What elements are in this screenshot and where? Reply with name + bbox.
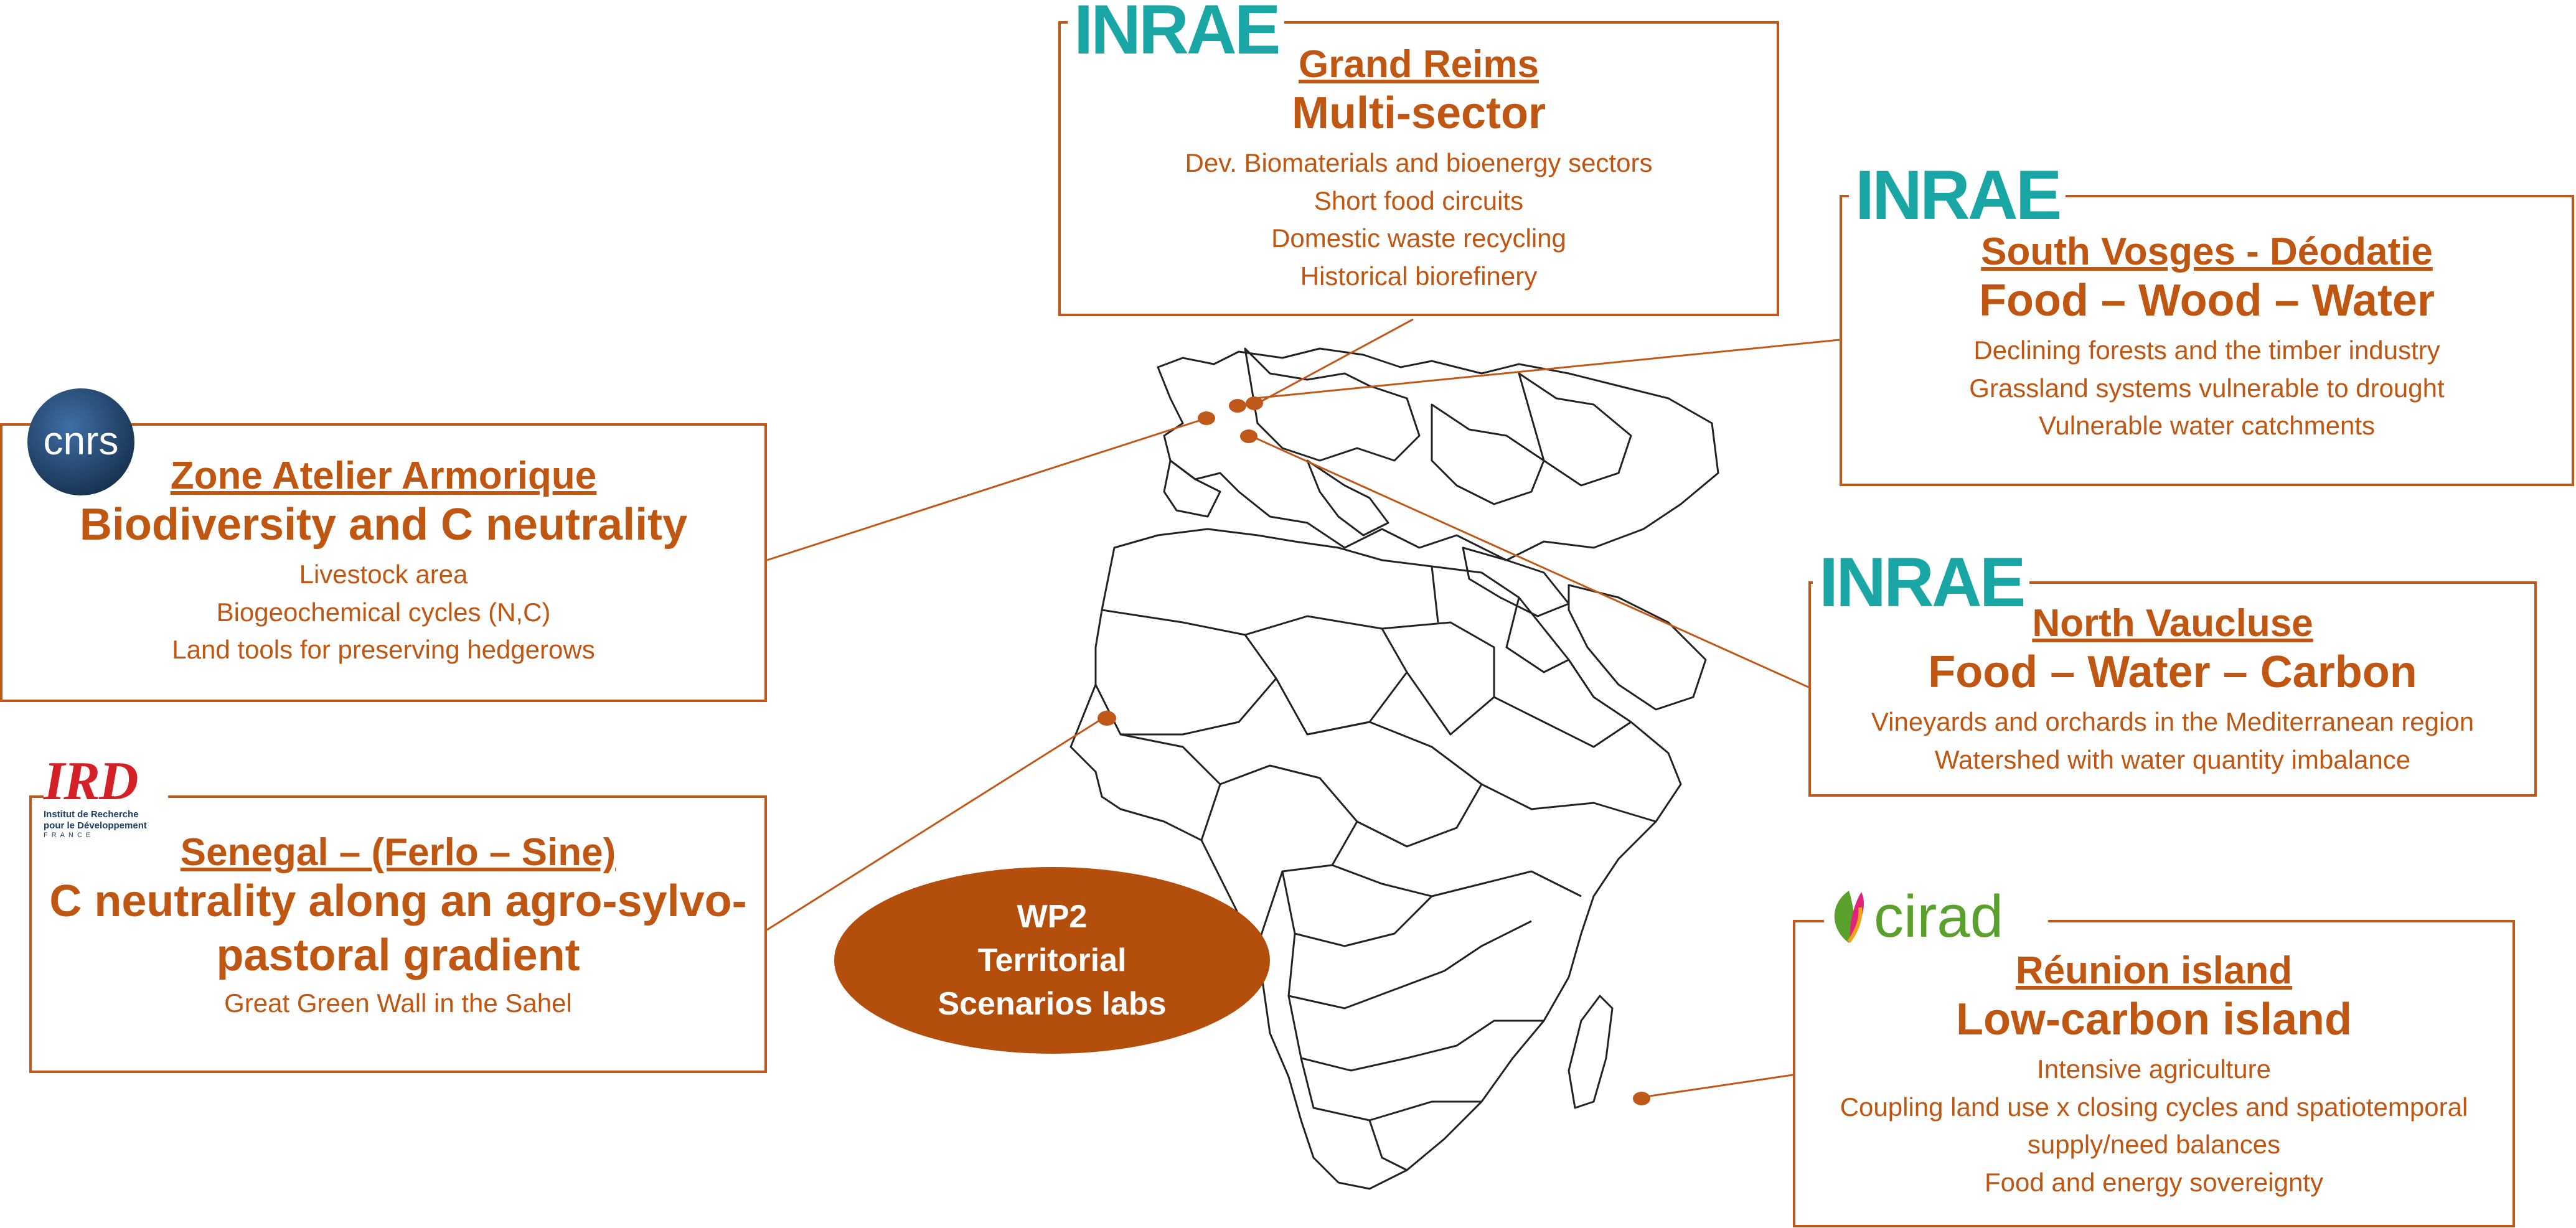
marker-senegal: [1098, 711, 1116, 726]
site-name: Réunion island: [2015, 949, 2293, 992]
site-item: Grassland systems vulnerable to drought: [1969, 373, 2445, 403]
site-name: Grand Reims: [1299, 43, 1539, 86]
map-outline: [1069, 347, 1719, 1190]
cirad-leaf-icon: [1834, 891, 1864, 943]
site-item: Short food circuits: [1314, 185, 1524, 215]
site-item: Vineyards and orchards in the Mediterran…: [1871, 706, 2475, 736]
leader-reunion: [1641, 1074, 1793, 1099]
site-name: Senegal – (Ferlo – Sine): [180, 831, 616, 874]
site-item: Declining forests and the timber industr…: [1973, 335, 2440, 365]
center-label-line: Scenarios labs: [938, 986, 1167, 1023]
site-box-reunion: Réunion island Low-carbon island Intensi…: [1793, 920, 2515, 1227]
site-box-senegal: Senegal – (Ferlo – Sine) C neutrality al…: [29, 795, 767, 1073]
leader-north-vaucluse: [1248, 434, 1809, 688]
site-item: Land tools for preserving hedgerows: [172, 635, 595, 665]
site-box-north-vaucluse: North Vaucluse Food – Water – Carbon Vin…: [1808, 581, 2537, 797]
site-name: Zone Atelier Armorique: [170, 454, 597, 497]
site-item: supply/need balances: [2027, 1130, 2281, 1160]
site-name: South Vosges - Déodatie: [1981, 230, 2433, 273]
site-box-south-vosges: South Vosges - Déodatie Food – Wood – Wa…: [1840, 195, 2574, 486]
site-theme: Food – Wood – Water: [1979, 276, 2435, 326]
site-box-armorique: Zone Atelier Armorique Biodiversity and …: [0, 423, 767, 702]
site-theme: Low-carbon island: [1955, 995, 2353, 1045]
marker-grand-reims: [1229, 399, 1246, 413]
leader-lines: [766, 318, 1840, 1099]
ird-logo-wordmark: IRD: [44, 751, 138, 812]
site-name: North Vaucluse: [2032, 602, 2313, 645]
cirad-logo: cirad: [1824, 883, 2048, 951]
site-item: Food and energy sovereignty: [1984, 1168, 2323, 1198]
site-item: Vulnerable water catchments: [2038, 411, 2376, 441]
site-item: Domestic waste recycling: [1271, 223, 1566, 253]
marker-armorique: [1198, 411, 1215, 425]
site-box-grand-reims: Grand Reims Multi-sector Dev. Biomateria…: [1058, 21, 1779, 316]
site-markers: [1098, 396, 1650, 1105]
site-theme: pastoral gradient: [216, 930, 580, 980]
site-item: Coupling land use x closing cycles and s…: [1840, 1092, 2468, 1122]
marker-north-vaucluse: [1240, 429, 1257, 443]
ird-logo: IRD Institut de Recherche pour le Dévelo…: [44, 754, 168, 854]
site-theme: Multi-sector: [1291, 88, 1546, 139]
site-item: Livestock area: [299, 559, 468, 589]
inrae-logo: INRAE: [1849, 161, 2066, 230]
marker-south-vosges: [1246, 396, 1263, 410]
center-label-line: WP2: [1017, 898, 1088, 935]
center-label-line: Territorial: [977, 942, 1127, 978]
leader-armorique: [766, 417, 1207, 561]
cnrs-logo: cnrs: [27, 388, 134, 495]
site-item: Great Green Wall in the Sahel: [224, 988, 572, 1018]
site-item: Intensive agriculture: [2037, 1054, 2271, 1084]
cirad-wordmark: cirad: [1874, 883, 2004, 950]
cnrs-logo-text: cnrs: [44, 418, 119, 463]
site-item: Watershed with water quantity imbalance: [1934, 744, 2411, 774]
site-theme: C neutrality along an agro-sylvo-: [49, 876, 747, 927]
site-item: Dev. Biomaterials and bioenergy sectors: [1185, 148, 1653, 177]
site-theme: Food – Water – Carbon: [1928, 647, 2417, 698]
ird-logo-caption: Institut de Recherche pour le Développem…: [44, 809, 147, 839]
site-item: Historical biorefinery: [1300, 261, 1538, 291]
inrae-logo: INRAE: [1068, 0, 1285, 65]
site-theme: Biodiversity and C neutrality: [79, 500, 688, 550]
leader-senegal: [766, 715, 1107, 931]
leader-grand-reims: [1257, 318, 1414, 405]
marker-reunion: [1633, 1092, 1650, 1105]
wp2-center-label: WP2 Territorial Scenarios labs: [834, 867, 1270, 1054]
inrae-logo: INRAE: [1813, 548, 2030, 617]
site-item: Biogeochemical cycles (N,C): [216, 597, 551, 627]
leader-south-vosges: [1254, 339, 1840, 400]
